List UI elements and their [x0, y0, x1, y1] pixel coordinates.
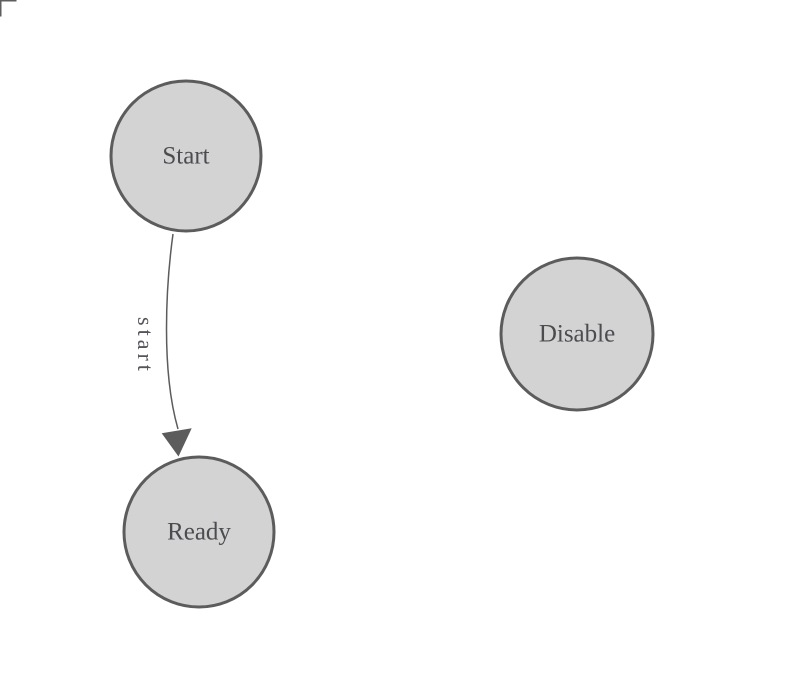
- transition-path[interactable]: [165, 233, 179, 430]
- state-node-ready[interactable]: Ready: [122, 455, 276, 609]
- state-label-disable: Disable: [539, 321, 615, 348]
- state-label-ready: Ready: [167, 519, 231, 546]
- state-node-disable[interactable]: Disable: [499, 256, 655, 412]
- transition-label: start: [133, 317, 158, 375]
- state-circle-ready[interactable]: [122, 455, 276, 609]
- state-circle-start[interactable]: [109, 79, 263, 233]
- arrowhead-icon: [161, 428, 192, 457]
- transition-start-to-ready[interactable]: start: [133, 233, 192, 457]
- state-circle-disable[interactable]: [499, 256, 655, 412]
- state-label-start: Start: [162, 143, 209, 170]
- paper-origin-corner-mark: [0, 0, 17, 17]
- state-node-start[interactable]: Start: [109, 79, 263, 233]
